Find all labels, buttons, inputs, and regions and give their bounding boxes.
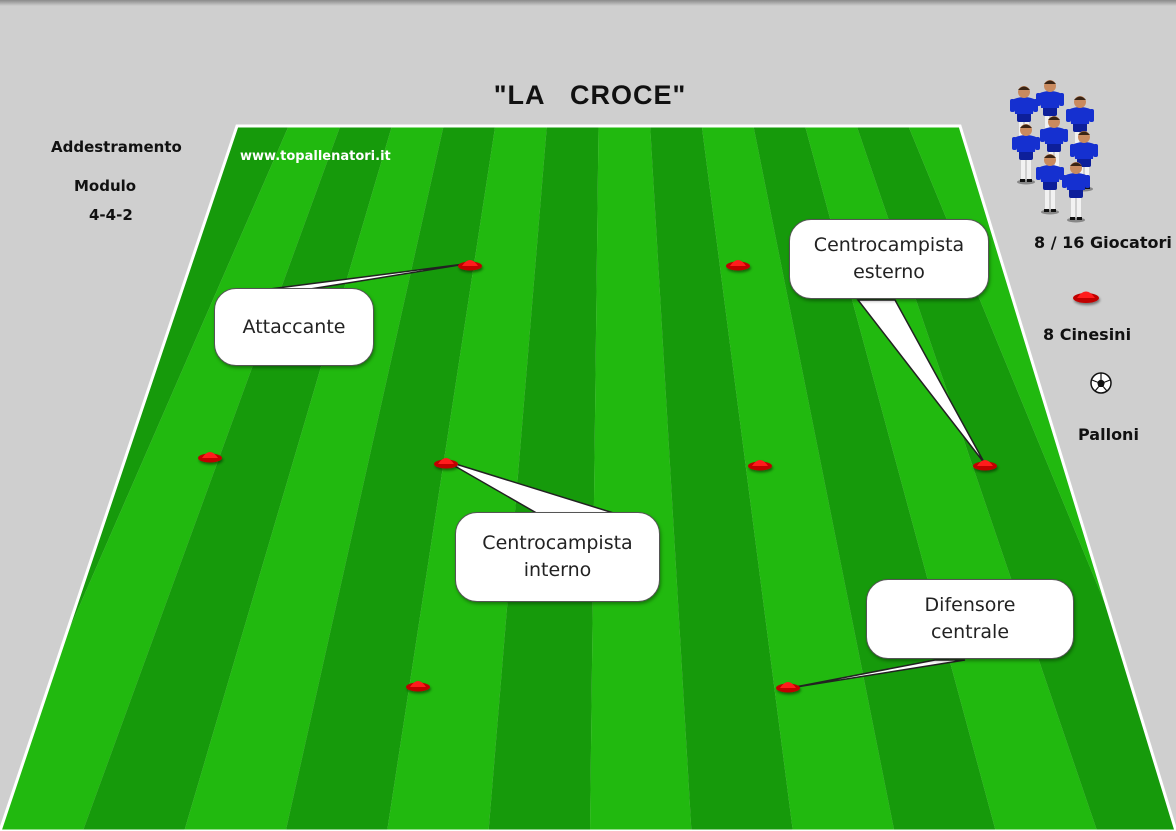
player-figure bbox=[1036, 154, 1064, 215]
cones-count-label: 8 Cinesini bbox=[1043, 325, 1132, 344]
training-label: Addestramento bbox=[51, 138, 182, 156]
callout-centrocampista-interno: Centrocampista interno bbox=[455, 512, 660, 602]
cone-3 bbox=[198, 452, 222, 463]
players-group-icon bbox=[1010, 80, 1098, 223]
callout-pointer-difensore bbox=[789, 659, 966, 689]
callout-difensore-line-1: Difensore bbox=[924, 594, 1016, 616]
callout-cc-interno-line-2: interno bbox=[523, 559, 592, 581]
cone-7 bbox=[406, 681, 430, 692]
callout-difensore-line-2: centrale bbox=[930, 621, 1010, 643]
cone-8 bbox=[776, 682, 800, 693]
pitch-stripe bbox=[488, 126, 599, 831]
cone-icon bbox=[1073, 291, 1099, 303]
pitch-stripe bbox=[590, 126, 692, 831]
callout-centrocampista-esterno: Centrocampista esterno bbox=[789, 219, 989, 299]
callout-attaccante: Attaccante bbox=[214, 288, 374, 366]
balls-label: Palloni bbox=[1078, 425, 1139, 444]
callout-cc-esterno-line-1: Centrocampista bbox=[813, 234, 965, 256]
cone-2 bbox=[726, 260, 750, 271]
cone-6 bbox=[973, 460, 997, 471]
cone-1 bbox=[458, 260, 482, 271]
cone-4 bbox=[434, 458, 458, 469]
pitch-stripe bbox=[650, 126, 793, 831]
player-figure bbox=[1062, 162, 1090, 223]
pitch-boundary bbox=[0, 124, 1176, 831]
callout-cc-interno-line-1: Centrocampista bbox=[482, 532, 633, 554]
callout-difensore-centrale: Difensore centrale bbox=[866, 579, 1074, 659]
callout-cc-esterno-line-2: esterno bbox=[853, 261, 925, 283]
pitch-stripes bbox=[0, 126, 1176, 831]
callout-attaccante-text: Attaccante bbox=[242, 315, 346, 338]
module-value: 4-4-2 bbox=[89, 206, 133, 224]
pitch-stripe bbox=[856, 126, 1176, 831]
diagram-title: "LA CROCE" bbox=[493, 80, 687, 110]
players-count-label: 8 / 16 Giocatori bbox=[1034, 233, 1172, 252]
player-figure bbox=[1012, 124, 1040, 185]
pitch-stripe bbox=[184, 126, 444, 831]
pitch-stripe bbox=[285, 126, 496, 831]
pitch-stripe bbox=[387, 126, 547, 831]
website-watermark: www.topallenatori.it bbox=[240, 149, 391, 164]
pitch-stripe bbox=[701, 126, 895, 831]
top-border bbox=[0, 0, 1176, 6]
module-label: Modulo bbox=[74, 177, 137, 195]
cone-5 bbox=[748, 460, 772, 471]
ball-icon bbox=[1090, 372, 1112, 394]
callout-pointer-cc-esterno bbox=[856, 299, 986, 465]
